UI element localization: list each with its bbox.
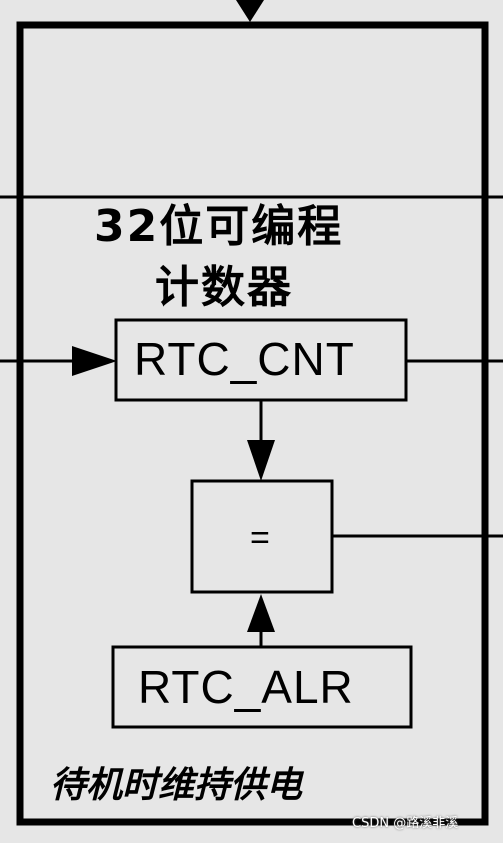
- comparator-symbol: =: [250, 519, 270, 557]
- cnt-to-cmp-arrowhead: [247, 440, 275, 481]
- rtc-cnt-label: RTC_CNT: [134, 333, 355, 385]
- counter-heading-line1: 32位可编程: [94, 201, 344, 252]
- standby-domain-box: [16, 21, 489, 826]
- standby-power-label: 待机时维持供电: [50, 765, 303, 806]
- cnt-input-arrowhead: [72, 346, 117, 376]
- watermark: CSDN @路溪非溪: [352, 816, 459, 831]
- counter-heading-line2: 计数器: [155, 262, 293, 313]
- rtc-alr-label: RTC_ALR: [138, 661, 354, 713]
- alr-to-cmp-arrowhead: [247, 594, 275, 632]
- rtc-alr-box: [111, 645, 413, 729]
- top-input-arrowhead: [236, 0, 264, 22]
